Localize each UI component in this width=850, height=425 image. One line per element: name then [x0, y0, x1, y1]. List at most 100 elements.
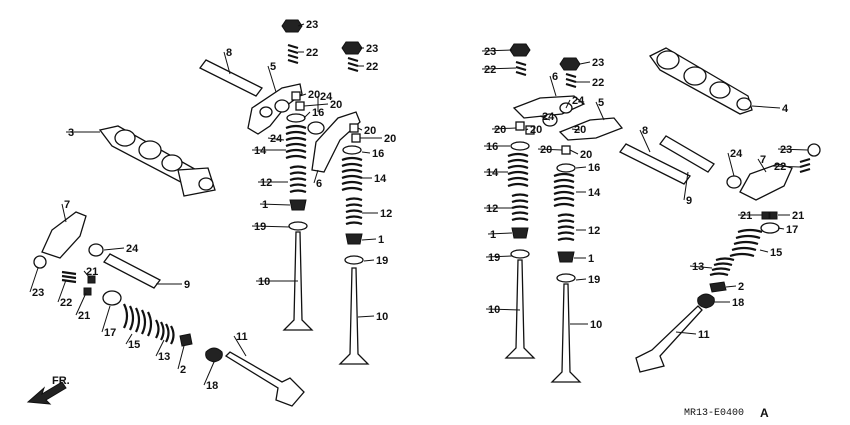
callout-number-c6: 5 — [270, 61, 276, 73]
spring-13-lower-left — [155, 319, 175, 345]
callout-number-c48: 20 — [494, 124, 506, 136]
spring-15-lower-left — [123, 303, 153, 337]
callout-number-c29: 24 — [126, 243, 139, 255]
callout-number-c71: 19 — [488, 252, 500, 264]
leader-line-c18 — [313, 169, 319, 184]
shim-21-lower-left-a — [87, 275, 96, 284]
leader-line-c41 — [481, 67, 517, 70]
callout-number-c27: 3 — [68, 127, 74, 139]
rocker-arm-5-right — [558, 117, 624, 141]
rocker-arm-7-right — [739, 163, 793, 201]
callout-number-c49: 20 — [530, 124, 542, 136]
shim-20-d — [351, 133, 361, 143]
callout-number-c46: 24 — [572, 95, 585, 107]
leader-line-c6 — [267, 65, 277, 93]
callout-number-c11: 20 — [364, 125, 376, 137]
callout-number-c3: 23 — [366, 43, 378, 55]
leader-line-c45 — [751, 105, 781, 109]
washer-24-mid-left — [307, 121, 325, 135]
adjuster-screw-upper-left-a — [287, 43, 299, 65]
callout-number-c68: 17 — [786, 224, 798, 236]
callout-number-c10: 16 — [312, 107, 324, 119]
shim-20-a — [291, 91, 301, 101]
leader-line-c59 — [777, 148, 809, 151]
callout-number-c69: 1 — [490, 229, 496, 241]
leader-line-c40 — [481, 49, 513, 52]
callout-number-c17: 12 — [260, 177, 272, 189]
leader-line-c25 — [357, 315, 375, 318]
callout-number-c47: 5 — [598, 97, 604, 109]
leader-line-c58 — [757, 158, 767, 173]
leader-line-c68 — [777, 227, 785, 230]
callout-number-c63: 9 — [686, 195, 692, 207]
rocker-arm-6-right — [512, 95, 586, 119]
rocker-arm-7-left — [41, 211, 87, 259]
callout-number-c75: 2 — [738, 281, 744, 293]
callout-number-c43: 22 — [592, 77, 604, 89]
drawing-code: MR13-E0400 — [684, 408, 745, 419]
front-label: FR. — [52, 375, 70, 387]
leader-line-c21 — [251, 225, 291, 228]
valve-10-right-b — [550, 283, 582, 383]
leader-line-c38 — [177, 345, 185, 370]
callout-number-c66: 21 — [792, 210, 804, 222]
shim-21-lower-left-b — [83, 287, 92, 296]
leader-line-c1 — [297, 23, 305, 27]
callout-number-c51: 20 — [574, 124, 586, 136]
callout-number-c23: 19 — [376, 255, 388, 267]
rocker-shaft-upper-left — [199, 59, 263, 97]
leader-line-c35 — [101, 305, 111, 333]
callout-number-c18: 6 — [316, 178, 322, 190]
callout-number-c36: 15 — [128, 339, 140, 351]
valve-10-left-b — [338, 267, 370, 365]
callout-number-c7: 20 — [308, 89, 320, 101]
leader-line-c33 — [57, 279, 67, 303]
leader-line-c75 — [725, 285, 737, 288]
callout-number-c38: 2 — [180, 364, 186, 376]
callout-number-c42: 23 — [592, 57, 604, 69]
shim-20-c — [349, 123, 359, 133]
leader-line-c10 — [303, 111, 311, 119]
washer-24-lower-right — [726, 175, 742, 189]
leader-line-c11 — [357, 127, 363, 131]
stem-seal-19-right-a — [510, 249, 530, 259]
callout-number-c44: 6 — [552, 71, 558, 83]
adjuster-upper-right-a — [515, 60, 527, 77]
spring-12-right-b — [557, 213, 575, 242]
stem-seal-19-left-b — [344, 255, 364, 265]
leader-line-c36 — [125, 333, 133, 345]
leader-line-c52 — [639, 129, 651, 153]
adjuster-screw-upper-left-b — [347, 56, 359, 73]
retainer-16-right-b — [556, 163, 576, 173]
leader-line-c13 — [267, 137, 285, 141]
nut-upper-left-b — [341, 41, 363, 55]
spring-12-right-a — [511, 193, 529, 222]
callout-number-c25: 10 — [376, 311, 388, 323]
front-direction-arrow: FR. — [26, 375, 70, 405]
leader-line-c51 — [571, 128, 581, 131]
callout-number-c32: 23 — [32, 287, 44, 299]
callout-number-c21: 19 — [254, 221, 266, 233]
callout-number-c9: 20 — [330, 99, 342, 111]
callout-number-c8: 24 — [320, 91, 333, 103]
leader-line-c7 — [299, 93, 307, 97]
valve-11-lower-left — [224, 351, 305, 407]
camshaft-right — [649, 47, 753, 115]
callout-number-c4: 22 — [366, 61, 378, 73]
nut-23-lower-right — [807, 143, 821, 157]
retainer-16-left-a — [286, 113, 306, 123]
callout-number-c33: 22 — [60, 297, 72, 309]
callout-number-c53: 20 — [540, 144, 552, 156]
callout-number-c14: 14 — [254, 145, 267, 157]
shim-20-right-c — [561, 145, 571, 155]
leader-line-c74 — [575, 278, 587, 281]
callout-number-c65: 21 — [740, 210, 752, 222]
callout-number-c26: 11 — [236, 331, 248, 343]
nut-upper-right-a — [509, 43, 531, 57]
leader-line-c34 — [75, 292, 87, 316]
spring-seat-1-right-a — [511, 227, 529, 239]
adjuster-upper-right-b — [565, 72, 577, 89]
callout-number-c15: 16 — [372, 148, 384, 160]
leader-line-c49 — [525, 128, 529, 131]
